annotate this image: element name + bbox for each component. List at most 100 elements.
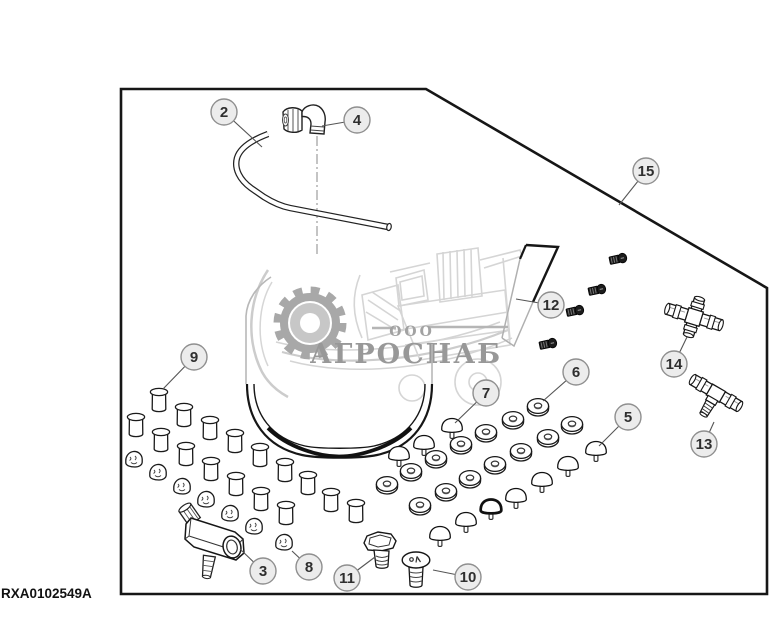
callout-balloon[interactable]: [333, 564, 361, 592]
callout-4[interactable]: 4: [321, 106, 371, 134]
plug-cap: [174, 402, 194, 428]
washer: [399, 462, 423, 482]
watermark-company: АГРОСНАБ: [310, 339, 503, 370]
bracket: [501, 243, 560, 348]
washer: [434, 482, 458, 502]
callout-5[interactable]: 5: [598, 403, 642, 447]
washer: [408, 496, 432, 516]
drawing-code: RXA0102549A: [1, 586, 92, 601]
push-cap: [441, 417, 463, 439]
push-cap: [429, 525, 451, 547]
callout-balloon[interactable]: [249, 557, 277, 585]
callout-number: 11: [339, 570, 355, 587]
plug-cap: [346, 498, 366, 524]
acorn-nut: [197, 490, 215, 508]
plug-cap: [275, 457, 295, 483]
callout-11[interactable]: 11: [333, 556, 376, 592]
small-screw: [587, 283, 607, 296]
plug-cap: [126, 412, 146, 438]
callout-12[interactable]: 12: [515, 291, 565, 319]
bolt: [363, 531, 397, 569]
callout-number: 12: [543, 297, 560, 314]
callout-balloon[interactable]: [454, 563, 482, 591]
callout-9[interactable]: 9: [162, 343, 208, 390]
bowl-bottom-thick: [266, 426, 413, 459]
flat-screw: [401, 551, 431, 588]
cylinder-left-edge: [245, 276, 272, 384]
watermark-swoosh-left2: [259, 281, 273, 367]
callout-balloon[interactable]: [632, 157, 660, 185]
callout-14[interactable]: 14: [660, 336, 688, 378]
callout-number: 9: [190, 349, 198, 366]
callout-number: 8: [305, 559, 313, 576]
tube-assembly: [233, 104, 392, 232]
push-cap: [413, 434, 435, 456]
callout-6[interactable]: 6: [542, 358, 590, 402]
push-cap: [455, 511, 477, 533]
push-cap: [479, 498, 503, 520]
valve-assembly: [178, 502, 245, 580]
callout-7[interactable]: 7: [454, 379, 500, 424]
callout-number: 5: [624, 409, 632, 426]
plug-cap: [251, 486, 271, 512]
callout-number: 10: [460, 569, 477, 586]
harvester-art: [353, 247, 524, 406]
callout-8[interactable]: 8: [291, 550, 323, 581]
callout-number: 15: [638, 163, 655, 180]
callout-10[interactable]: 10: [432, 563, 482, 591]
plug-cap: [201, 456, 221, 482]
washer: [424, 449, 448, 469]
acorn-nut: [173, 477, 191, 495]
plug-cap: [151, 427, 171, 453]
plug-cap: [321, 487, 341, 513]
washer: [449, 435, 473, 455]
callout-balloon[interactable]: [537, 291, 565, 319]
plug-cap: [298, 470, 318, 496]
washer: [560, 415, 584, 435]
callout-balloon[interactable]: [343, 106, 371, 134]
watermark: ООО АГРОСНАБ: [250, 247, 524, 406]
callout-3[interactable]: 3: [239, 548, 277, 585]
plug-cap: [176, 441, 196, 467]
watermark-prefix: ООО: [389, 324, 435, 340]
callout-balloon[interactable]: [472, 379, 500, 407]
callout-2[interactable]: 2: [210, 98, 263, 148]
acorn-nut: [245, 517, 263, 535]
push-cap: [531, 471, 553, 493]
washer: [474, 423, 498, 443]
cross-fitting: [664, 295, 724, 339]
plug-cap: [225, 428, 245, 454]
reservoir-cylinder: [245, 276, 434, 459]
callout-number: 4: [353, 112, 362, 129]
callout-balloon[interactable]: [614, 403, 642, 431]
gear-icon: [273, 286, 347, 360]
callout-balloon[interactable]: [690, 430, 718, 458]
callout-number: 7: [482, 385, 490, 402]
callout-balloon[interactable]: [295, 553, 323, 581]
callout-balloon[interactable]: [562, 358, 590, 386]
callout-13[interactable]: 13: [690, 421, 718, 458]
small-screw: [565, 304, 585, 317]
acorn-nut: [221, 504, 239, 522]
plugs-group: [126, 387, 366, 526]
callout-number: 13: [696, 436, 713, 453]
plug-cap: [276, 500, 296, 526]
push-cap: [388, 445, 410, 467]
plug-cap: [200, 415, 220, 441]
bowl-inner: [253, 383, 426, 449]
callout-balloon[interactable]: [210, 98, 238, 126]
callout-balloon[interactable]: [180, 343, 208, 371]
callout-number: 2: [220, 104, 228, 121]
elbow-fitting: [282, 104, 326, 135]
push-cap: [557, 455, 579, 477]
callout-15[interactable]: 15: [618, 157, 660, 206]
small-screw: [538, 337, 558, 350]
washer: [501, 410, 525, 430]
panel-border: [119, 87, 769, 596]
washer: [483, 455, 507, 475]
callout-balloon[interactable]: [660, 350, 688, 378]
push-caps-group: [388, 417, 607, 547]
washers-group: [375, 397, 584, 516]
